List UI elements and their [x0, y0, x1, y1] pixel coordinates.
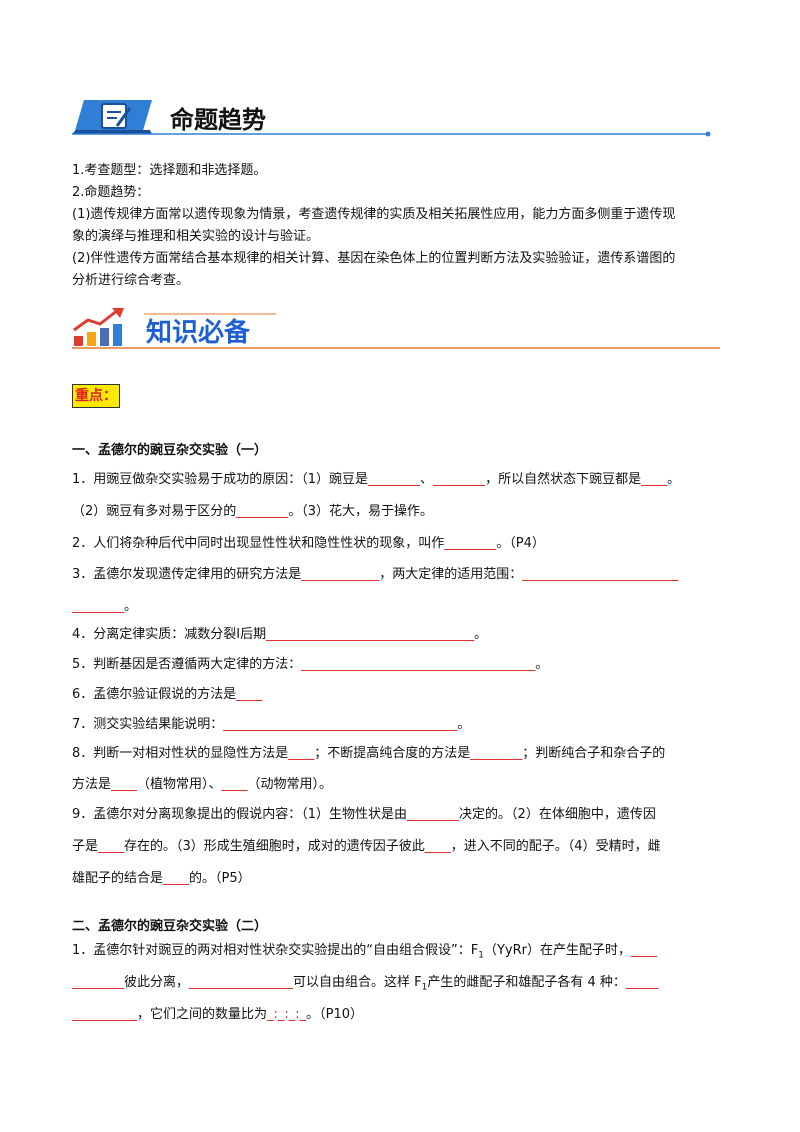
- q8-line2: 方法是____（植物常用）、____（动物常用）。: [72, 777, 333, 792]
- section1-banner: [72, 96, 712, 138]
- trend-line-4: 象的演绎与推理和相关实验的设计与验证。: [72, 229, 320, 244]
- section2-title: 知识必备: [146, 318, 251, 348]
- trend-line-1: 1.考查题型：选择题和非选择题。: [72, 163, 267, 178]
- q9-line3: 雄配子的结合是____的。（P5）: [72, 871, 251, 886]
- q1-line1: 1．用豌豆做杂交实验易于成功的原因：（1）豌豆是________、_______…: [72, 472, 681, 487]
- q9-line1: 9．孟德尔对分离现象提出的假说内容：（1）生物性状是由________决定的。（…: [72, 807, 656, 822]
- section2-banner: [72, 306, 722, 352]
- chart-trend-icon: [72, 308, 720, 349]
- q2-line: 2．人们将杂种后代中同时出现显性性状和隐性性状的现象，叫作________。（P…: [72, 536, 545, 551]
- q3-line2: ________。: [72, 599, 138, 614]
- section1-title: 命题趋势: [170, 106, 266, 134]
- q3-line1: 3．孟德尔发现遗传定律用的研究方法是____________，两大定律的适用范围…: [72, 567, 679, 582]
- part2-heading: 二、孟德尔的豌豆杂交实验（二）: [72, 919, 268, 934]
- q7-line: 7．测交实验结果能说明：____________________________…: [72, 717, 471, 732]
- q9-line2: 子是____存在的。（3）形成生殖细胞时，成对的遗传因子彼此____，进入不同的…: [72, 839, 661, 854]
- part1-heading: 一、孟德尔的豌豆杂交实验（一）: [72, 443, 268, 458]
- trend-line-2: 2.命题趋势：: [72, 185, 150, 200]
- p2-q1-line3: __________，它们之间的数量比为_:_:_:_。（P10）: [72, 1007, 364, 1022]
- trend-line-6: 分析进行综合考查。: [72, 273, 190, 288]
- q4-line: 4．分离定律实质：减数分裂Ⅰ后期________________________…: [72, 627, 488, 642]
- q6-line: 6．孟德尔验证假说的方法是____: [72, 687, 263, 702]
- trend-line-3: (1)遗传规律方面常以遗传现象为情景，考查遗传规律的实质及相关拓展性应用，能力方…: [72, 207, 676, 222]
- q8-line1: 8．判断一对相对性状的显隐性方法是____；不断提高纯合度的方法是_______…: [72, 746, 666, 761]
- q1-line2: （2）豌豆有多对易于区分的________。（3）花大，易于操作。: [72, 504, 434, 519]
- p2-q1-line2: ________彼此分离，________________可以自由组合。这样 F…: [72, 975, 659, 993]
- section1-banner-graphic: [72, 100, 711, 137]
- trend-line-5: (2)伴性遗传方面常结合基本规律的相关计算、基因在染色体上的位置判断方法及实验验…: [72, 251, 676, 266]
- q5-line: 5．判断基因是否遵循两大定律的方法：______________________…: [72, 657, 549, 672]
- p2-q1-line1: 1．孟德尔针对豌豆的两对相对性状杂交实验提出的“自由组合假设”：F1（YyRr）…: [72, 943, 657, 961]
- key-label: 重点：: [72, 384, 120, 408]
